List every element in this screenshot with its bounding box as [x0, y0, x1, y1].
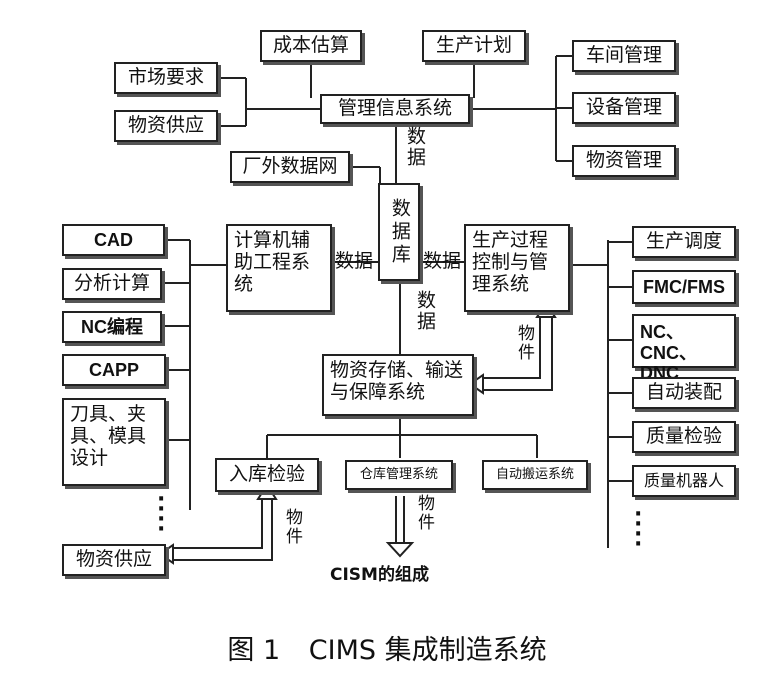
material-label-warehouse: 物件 [414, 494, 434, 532]
inbound-inspection-box: 入库检验 [215, 458, 319, 492]
left-list-ellipsis: ···· [157, 487, 166, 542]
inspection-box: 质量检验 [632, 421, 736, 453]
production-plan-box: 生产计划 [422, 30, 526, 62]
auto-transport-box: 自动搬运系统 [482, 460, 588, 490]
fmc-fms-box: FMC/FMS [632, 270, 736, 304]
cad-box: CAD [62, 224, 165, 256]
figure-title: CIMS 集成制造系统 [308, 635, 547, 666]
data-label-cae: 数据 [335, 250, 374, 272]
right-list-ellipsis: ···· [634, 502, 643, 557]
robot-box: 质量机器人 [632, 465, 736, 497]
material-mgmt-box: 物资管理 [572, 145, 676, 177]
cost-estimate-box: 成本估算 [260, 30, 362, 62]
figure-caption: 图 1 CIMS 集成制造系统 [0, 628, 774, 667]
workshop-mgmt-box: 车间管理 [572, 40, 676, 72]
assembly-box: 自动装配 [632, 377, 736, 409]
nc-cnc-dnc-box: NC、CNC、DNC [632, 314, 736, 383]
cism-label: CISM的组成 [330, 565, 429, 585]
database-box: 数据库 [378, 183, 420, 281]
material-supply-bottom-box: 物资供应 [62, 544, 166, 576]
scheduling-box: 生产调度 [632, 226, 736, 258]
cae-box: 计算机辅助工程系统 [226, 224, 332, 312]
tooling-design-box: 刀具、夹具、模具设计 [62, 398, 166, 486]
storage-system-box: 物资存储、输送与保障系统 [322, 354, 474, 416]
equipment-mgmt-box: 设备管理 [572, 92, 676, 124]
material-label-process: 物件 [514, 324, 534, 362]
mis-box: 管理信息系统 [320, 94, 470, 124]
figure-number: 图 1 [227, 635, 281, 666]
market-demand-box: 市场要求 [114, 62, 218, 94]
warehouse-mgmt-box: 仓库管理系统 [345, 460, 453, 490]
material-label-inbound: 物件 [282, 508, 302, 546]
material-supply-top-box: 物资供应 [114, 110, 218, 142]
analysis-box: 分析计算 [62, 268, 162, 300]
data-label-process: 数据 [423, 250, 462, 272]
capp-box: CAPP [62, 354, 166, 386]
factory-data-net-box: 厂外数据网 [230, 151, 350, 183]
nc-programming-box: NC编程 [62, 311, 162, 343]
data-label-mis: 数据 [404, 126, 426, 168]
data-label-storage: 数据 [414, 290, 436, 332]
process-control-box: 生产过程控制与管理系统 [464, 224, 570, 312]
